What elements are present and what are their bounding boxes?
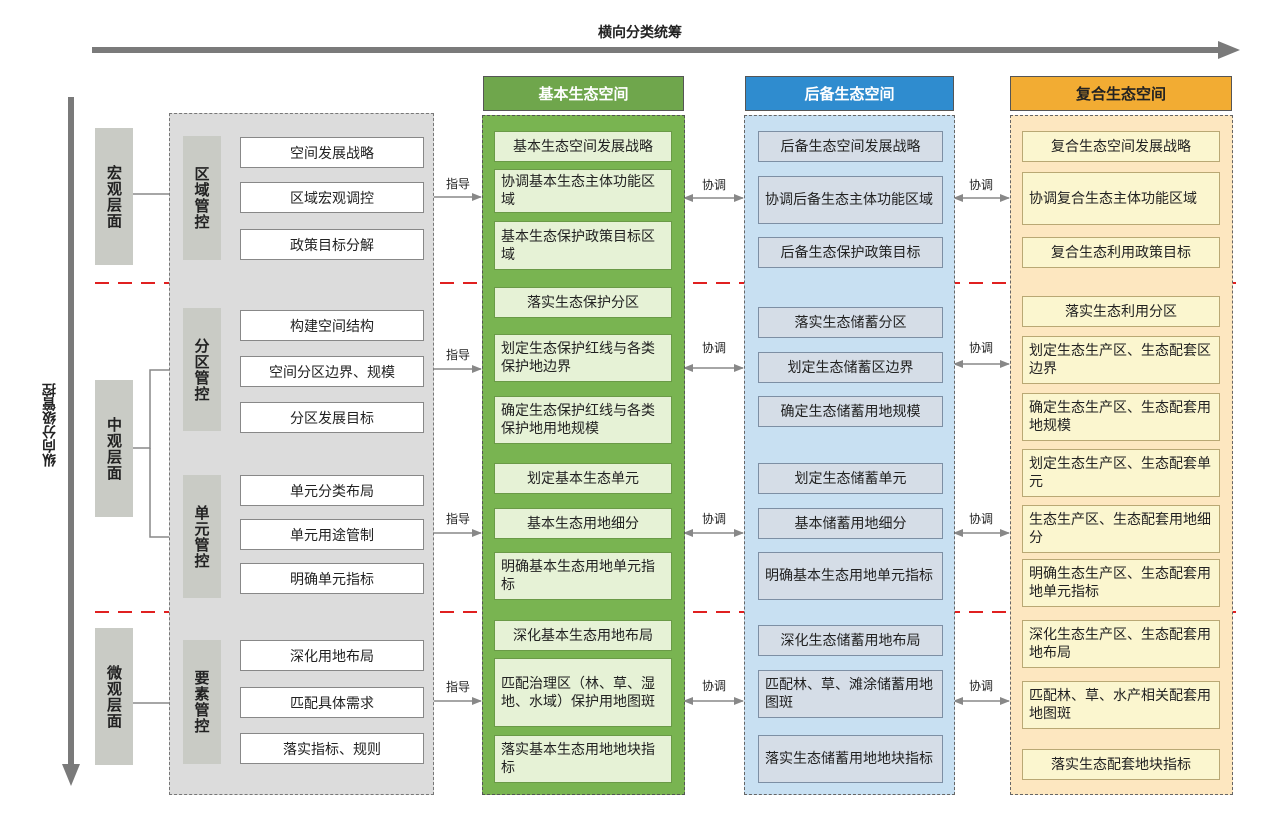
reserve-cell-3: 后备生态保护政策目标 bbox=[758, 237, 943, 268]
level-micro: 微观层面 bbox=[95, 628, 133, 765]
composite-cell-5: 划定生态生产区、生态配套区边界 bbox=[1022, 336, 1220, 384]
composite-cell-3: 复合生态利用政策目标 bbox=[1022, 237, 1220, 268]
item-unit-2: 单元用途管制 bbox=[240, 519, 424, 550]
control-unit: 单元管控 bbox=[183, 475, 221, 598]
item-element-1: 深化用地布局 bbox=[240, 640, 424, 671]
level-meso: 中观层面 bbox=[95, 380, 133, 517]
reserve-cell-9: 明确基本生态用地单元指标 bbox=[758, 552, 943, 600]
reserve-cell-10: 深化生态储蓄用地布局 bbox=[758, 625, 943, 656]
header-basic: 基本生态空间 bbox=[483, 76, 684, 111]
basic-cell-8: 基本生态用地细分 bbox=[494, 508, 672, 539]
composite-cell-10: 深化生态生产区、生态配套用地布局 bbox=[1022, 620, 1220, 668]
horizontal-axis-arrow bbox=[92, 41, 1240, 59]
item-unit-1: 单元分类布局 bbox=[240, 475, 424, 506]
item-zoning-3: 分区发展目标 bbox=[240, 402, 424, 433]
vertical-axis-arrow bbox=[62, 97, 80, 786]
basic-cell-11: 匹配治理区（林、草、湿地、水域）保护用地图斑 bbox=[494, 658, 672, 727]
horizontal-axis-label: 横向分类统筹 bbox=[598, 25, 682, 41]
reserve-cell-12: 落实生态储蓄用地地块指标 bbox=[758, 735, 943, 783]
composite-cell-11: 匹配林、草、水产相关配套用地图斑 bbox=[1022, 681, 1220, 729]
coord-label-3a: 协调 bbox=[701, 512, 726, 526]
item-element-2: 匹配具体需求 bbox=[240, 687, 424, 718]
coord-label-3b: 协调 bbox=[968, 512, 993, 526]
header-composite: 复合生态空间 bbox=[1010, 76, 1232, 111]
guide-label-regional: 指导 bbox=[445, 177, 470, 191]
item-regional-2: 区域宏观调控 bbox=[240, 182, 424, 213]
basic-cell-7: 划定基本生态单元 bbox=[494, 463, 672, 494]
level-macro: 宏观层面 bbox=[95, 128, 133, 265]
item-regional-1: 空间发展战略 bbox=[240, 137, 424, 168]
composite-cell-1: 复合生态空间发展战略 bbox=[1022, 131, 1220, 162]
basic-cell-2: 协调基本生态主体功能区域 bbox=[494, 169, 672, 213]
reserve-cell-5: 划定生态储蓄区边界 bbox=[758, 352, 943, 383]
basic-cell-4: 落实生态保护分区 bbox=[494, 287, 672, 318]
basic-cell-10: 深化基本生态用地布局 bbox=[494, 620, 672, 651]
reserve-cell-4: 落实生态储蓄分区 bbox=[758, 307, 943, 338]
coord-label-1a: 协调 bbox=[701, 178, 726, 192]
basic-cell-1: 基本生态空间发展战略 bbox=[494, 131, 672, 162]
item-element-3: 落实指标、规则 bbox=[240, 733, 424, 764]
guide-label-element: 指导 bbox=[445, 680, 470, 694]
composite-cell-2: 协调复合生态主体功能区域 bbox=[1022, 172, 1220, 225]
reserve-cell-7: 划定生态储蓄单元 bbox=[758, 463, 943, 494]
reserve-cell-11: 匹配林、草、滩涂储蓄用地图斑 bbox=[758, 670, 943, 718]
composite-cell-7: 划定生态生产区、生态配套单元 bbox=[1022, 449, 1220, 497]
coord-label-4a: 协调 bbox=[701, 679, 726, 693]
basic-cell-6: 确定生态保护红线与各类保护地用地规模 bbox=[494, 396, 672, 444]
composite-cell-12: 落实生态配套地块指标 bbox=[1022, 749, 1220, 780]
composite-cell-9: 明确生态生产区、生态配套用地单元指标 bbox=[1022, 559, 1220, 607]
composite-cell-8: 生态生产区、生态配套用地细分 bbox=[1022, 505, 1220, 553]
basic-cell-3: 基本生态保护政策目标区域 bbox=[494, 221, 672, 270]
header-reserve: 后备生态空间 bbox=[745, 76, 954, 111]
coord-label-2a: 协调 bbox=[701, 341, 726, 355]
control-zoning: 分区管控 bbox=[183, 308, 221, 431]
guide-label-unit: 指导 bbox=[445, 512, 470, 526]
reserve-cell-6: 确定生态储蓄用地规模 bbox=[758, 396, 943, 427]
item-zoning-2: 空间分区边界、规模 bbox=[240, 356, 424, 387]
control-regional: 区域管控 bbox=[183, 136, 221, 260]
item-zoning-1: 构建空间结构 bbox=[240, 310, 424, 341]
reserve-cell-2: 协调后备生态主体功能区域 bbox=[758, 176, 943, 224]
reserve-cell-8: 基本储蓄用地细分 bbox=[758, 508, 943, 539]
reserve-cell-1: 后备生态空间发展战略 bbox=[758, 131, 943, 162]
vertical-axis-label: 纵向分级管控 bbox=[42, 383, 58, 467]
coord-label-4b: 协调 bbox=[968, 679, 993, 693]
item-unit-3: 明确单元指标 bbox=[240, 563, 424, 594]
guide-label-zoning: 指导 bbox=[445, 348, 470, 362]
composite-cell-6: 确定生态生产区、生态配套用地规模 bbox=[1022, 393, 1220, 441]
basic-cell-9: 明确基本生态用地单元指标 bbox=[494, 552, 672, 600]
basic-cell-12: 落实基本生态用地地块指标 bbox=[494, 735, 672, 783]
coord-label-2b: 协调 bbox=[968, 341, 993, 355]
basic-cell-5: 划定生态保护红线与各类保护地边界 bbox=[494, 334, 672, 382]
item-regional-3: 政策目标分解 bbox=[240, 229, 424, 260]
coord-label-1b: 协调 bbox=[968, 178, 993, 192]
control-element: 要素管控 bbox=[183, 640, 221, 764]
composite-cell-4: 落实生态利用分区 bbox=[1022, 296, 1220, 327]
